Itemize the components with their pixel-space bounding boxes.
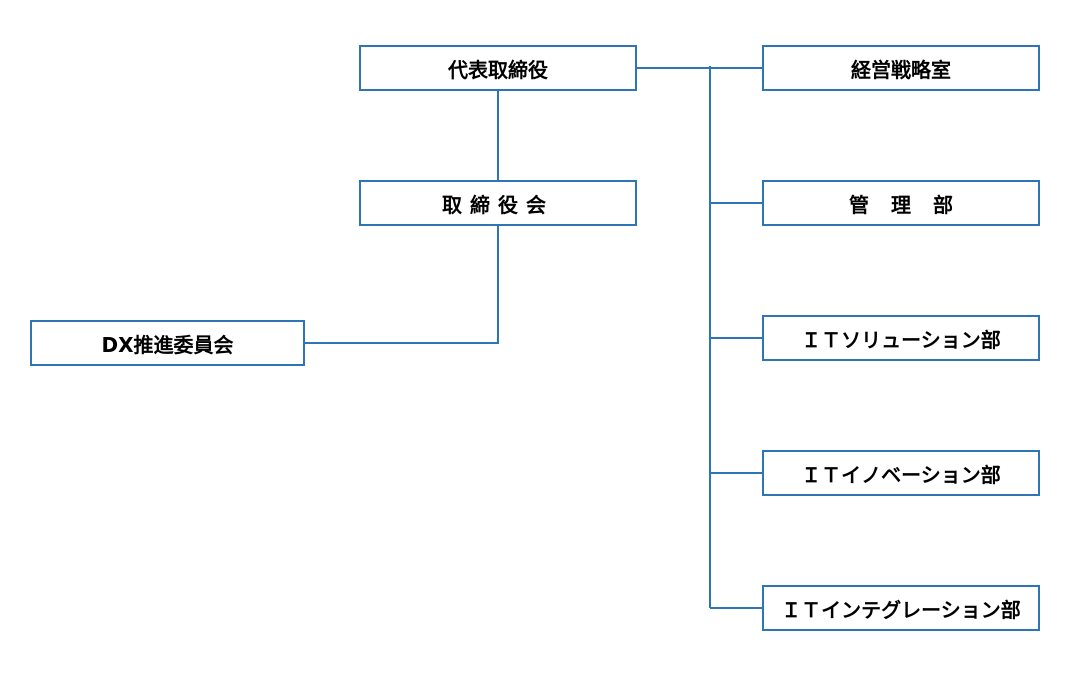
- ceo-box: 代表取締役: [359, 45, 637, 91]
- dx-committee-box: DX推進委員会: [30, 320, 305, 366]
- it-innovation-label: ＩＴイノベーション部: [801, 462, 1001, 487]
- administration-box: 管理部: [762, 180, 1040, 226]
- ceo-label: 代表取締役: [448, 57, 548, 82]
- it-innovation-box: ＩＴイノベーション部: [762, 450, 1040, 496]
- board-to-dx-line: [305, 226, 499, 344]
- it-solution-label: ＩＴソリューション部: [801, 327, 1001, 352]
- strategy-office-box: 経営戦略室: [762, 45, 1040, 91]
- dx-committee-label: DX推進委員会: [101, 332, 234, 357]
- administration-label: 管理部: [849, 192, 975, 217]
- it-integration-label: ＩＴインテグレーション部: [781, 597, 1021, 622]
- strategy-office-label: 経営戦略室: [851, 57, 951, 82]
- board-box: 取締役会: [359, 180, 637, 226]
- it-integration-box: ＩＴインテグレーション部: [762, 585, 1040, 631]
- it-solution-box: ＩＴソリューション部: [762, 315, 1040, 361]
- board-label: 取締役会: [442, 192, 554, 217]
